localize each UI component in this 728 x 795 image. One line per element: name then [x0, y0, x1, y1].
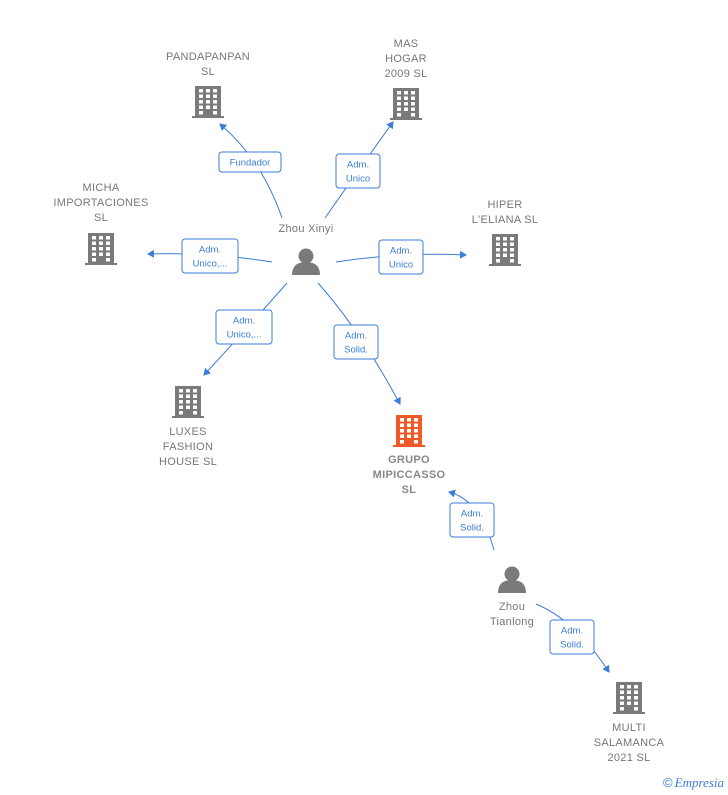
edge-zhou-tianlong-to-multi: Adm. Solid.: [535, 603, 610, 673]
node-label: 2009 SL: [384, 68, 427, 80]
edge-zhou-xinyi-to-mas-hogar: Adm. Unico: [324, 121, 394, 219]
node-zhou-xinyi[interactable]: Zhou Xinyi: [279, 223, 334, 275]
node-grupo[interactable]: GRUPO MIPICCASSO SL: [373, 415, 446, 496]
node-label: SL: [201, 66, 215, 78]
edge-zhou-xinyi-to-hiper: Adm. Unico: [335, 239, 467, 275]
node-label: HOUSE SL: [159, 456, 217, 468]
edge-label: Adm.: [199, 245, 221, 256]
node-mas-hogar[interactable]: MAS HOGAR 2009 SL: [384, 38, 427, 120]
edge-zhou-xinyi-to-micha: Adm. Unico,...: [147, 238, 273, 274]
edge-label: Unico,...: [227, 330, 262, 341]
node-micha[interactable]: MICHA IMPORTACIONES SL: [53, 182, 148, 265]
node-label: SALAMANCA: [594, 737, 665, 749]
node-luxes[interactable]: LUXES FASHION HOUSE SL: [159, 386, 217, 468]
edge-label-box[interactable]: [181, 238, 239, 274]
building-icon: [390, 88, 422, 120]
node-hiper[interactable]: HIPER L'ELIANA SL: [472, 199, 539, 266]
node-label: Tianlong: [490, 616, 534, 628]
edge-label-box[interactable]: [218, 151, 282, 173]
node-label: HOGAR: [385, 53, 427, 65]
edge-zhou-tianlong-to-grupo: Adm. Solid.: [448, 489, 495, 551]
building-icon: [172, 386, 204, 418]
edge-label: Adm.: [345, 331, 367, 342]
edge-label-box[interactable]: [378, 239, 424, 275]
edge-label: Solid.: [560, 640, 584, 651]
building-icon: [489, 234, 521, 266]
node-label: MIPICCASSO: [373, 469, 446, 481]
edge-label: Unico: [389, 260, 413, 271]
edge-label: Adm.: [461, 509, 483, 520]
edge-label: Unico: [346, 174, 370, 185]
edge-zhou-xinyi-to-luxes: Adm. Unico,...: [203, 282, 288, 376]
node-label: HIPER: [487, 199, 522, 211]
brand-logo: Empresia: [674, 775, 724, 790]
edge-label: Adm.: [390, 246, 412, 257]
edge-label: Fundador: [230, 158, 271, 169]
node-multi[interactable]: MULTI SALAMANCA 2021 SL: [594, 682, 665, 764]
node-pandapanpan[interactable]: PANDAPANPAN SL: [166, 51, 250, 118]
edge-label-box[interactable]: [449, 502, 495, 538]
edge-zhou-xinyi-to-pandapanpan: Fundador: [218, 123, 283, 219]
node-label: SL: [402, 484, 417, 496]
node-label: MAS: [394, 38, 419, 50]
building-icon: [613, 682, 645, 714]
node-label: Zhou Xinyi: [279, 223, 334, 235]
watermark: ©Empresia: [663, 775, 724, 791]
edge-label: Adm.: [561, 626, 583, 637]
edge-label-box[interactable]: [549, 619, 595, 655]
edge-zhou-xinyi-to-grupo: Adm. Solid.: [317, 282, 401, 405]
node-label: GRUPO: [388, 454, 430, 466]
node-label: PANDAPANPAN: [166, 51, 250, 63]
copyright-icon: ©: [663, 775, 673, 790]
building-icon: [85, 233, 117, 265]
edge-label: Adm.: [233, 316, 255, 327]
person-icon: [292, 248, 320, 275]
node-label: MICHA: [83, 182, 120, 194]
node-label: MULTI: [612, 722, 646, 734]
node-label: 2021 SL: [607, 752, 650, 764]
edge-label: Solid.: [344, 345, 368, 356]
building-icon: [192, 86, 224, 118]
node-label: IMPORTACIONES: [53, 197, 148, 209]
edge-label-box[interactable]: [215, 309, 273, 345]
edge-label: Adm.: [347, 160, 369, 171]
edge-label: Unico,...: [193, 259, 228, 270]
person-icon: [498, 566, 526, 593]
edge-label-box[interactable]: [333, 324, 379, 360]
edge-label-box[interactable]: [335, 153, 381, 189]
node-label: LUXES: [169, 426, 207, 438]
node-label: Zhou: [499, 601, 525, 613]
building-icon: [393, 415, 425, 447]
node-label: L'ELIANA SL: [472, 214, 539, 226]
node-label: FASHION: [163, 441, 213, 453]
edge-label: Solid.: [460, 523, 484, 534]
node-label: SL: [94, 212, 108, 224]
